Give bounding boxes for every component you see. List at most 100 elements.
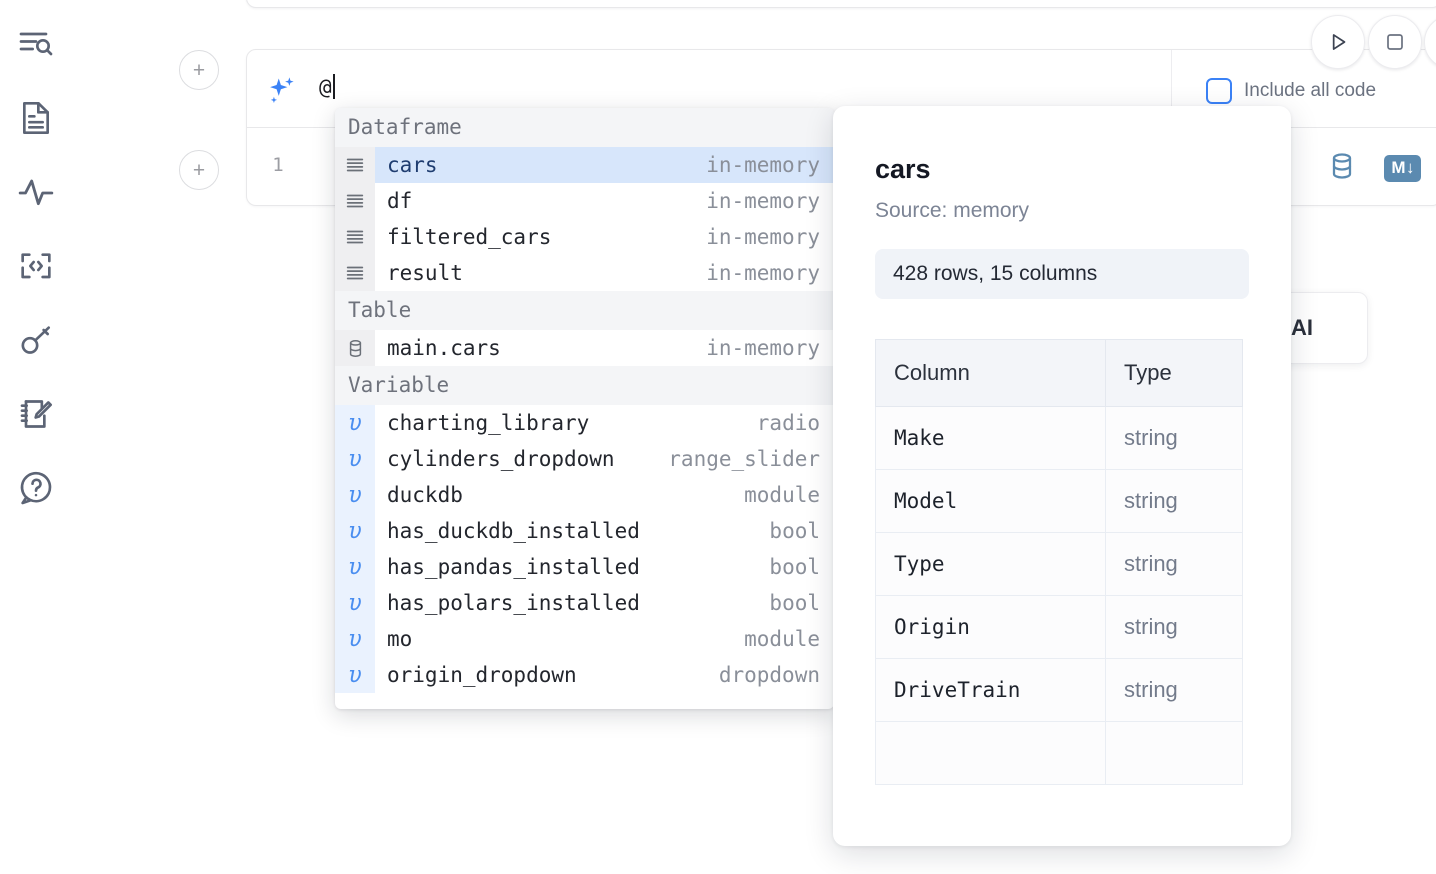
autocomplete-item-name: origin_dropdown [387, 663, 577, 687]
autocomplete-item-name: has_pandas_installed [387, 555, 640, 579]
text-caret [332, 74, 335, 99]
autocomplete-item[interactable]: result in-memory [335, 255, 834, 291]
variable-icon: υ [335, 441, 375, 477]
ai-prompt-input-area[interactable]: @ [247, 50, 1172, 129]
autocomplete-item-name: has_polars_installed [387, 591, 640, 615]
autocomplete-item-name: mo [387, 627, 413, 651]
dataframe-icon [335, 183, 375, 219]
checkbox-box-icon[interactable] [1206, 78, 1232, 104]
add-cell-button-bottom[interactable]: + [179, 150, 219, 190]
detail-table-header-row: Column Type [875, 339, 1243, 407]
code-cell-icons: M↓ [1326, 150, 1421, 187]
line-number: 1 [272, 154, 284, 176]
autocomplete-item-text: main.cars in-memory [375, 330, 834, 366]
autocomplete-item-name: result [387, 261, 463, 285]
detail-header-column: Column [875, 339, 1106, 407]
autocomplete-group-header: Table [335, 291, 834, 330]
detail-cell-column: Origin [875, 595, 1106, 659]
autocomplete-item-text: cylinders_dropdown range_slider [375, 441, 834, 477]
secrets-key-icon[interactable] [12, 314, 60, 366]
autocomplete-item-name: cylinders_dropdown [387, 447, 615, 471]
autocomplete-item[interactable]: υ has_polars_installed bool [335, 585, 834, 621]
detail-cell-type: string [1105, 469, 1243, 533]
dataframe-icon [335, 147, 375, 183]
activity-icon[interactable] [12, 166, 60, 218]
document-outline-icon[interactable] [12, 92, 60, 144]
plus-icon: + [192, 158, 206, 182]
detail-cell-column: Make [875, 406, 1106, 470]
autocomplete-item[interactable]: filtered_cars in-memory [335, 219, 834, 255]
variable-icon: υ [335, 585, 375, 621]
detail-cell-type: string [1105, 406, 1243, 470]
scratchpad-icon[interactable] [12, 388, 60, 440]
detail-cell-type: string [1105, 595, 1243, 659]
add-cell-button-top[interactable]: + [179, 50, 219, 90]
sparkles-icon [265, 74, 299, 108]
cell-above-partial [246, 0, 1436, 8]
plus-icon: + [192, 58, 206, 82]
detail-source: Source: memory [875, 199, 1030, 222]
variable-icon: υ [335, 657, 375, 693]
detail-cell-column [875, 721, 1106, 785]
autocomplete-item-kind: in-memory [706, 153, 820, 177]
autocomplete-item[interactable]: main.cars in-memory [335, 330, 834, 366]
autocomplete-item-kind: in-memory [706, 336, 820, 360]
autocomplete-item-text: has_polars_installed bool [375, 585, 834, 621]
stop-button[interactable] [1368, 15, 1422, 69]
detail-table-row-partial [875, 721, 1243, 785]
file-explorer-icon[interactable] [12, 18, 60, 70]
detail-cell-type [1105, 721, 1243, 785]
autocomplete-item-kind: range_slider [668, 447, 820, 471]
autocomplete-item-name: main.cars [387, 336, 501, 360]
variable-icon: υ [335, 405, 375, 441]
autocomplete-item-kind: in-memory [706, 261, 820, 285]
sidebar-rail [0, 0, 72, 874]
detail-cell-column: DriveTrain [875, 658, 1106, 722]
snippets-icon[interactable] [12, 240, 60, 292]
include-all-code-checkbox[interactable]: Include all code [1206, 78, 1376, 104]
database-icon[interactable] [1326, 150, 1358, 187]
autocomplete-item-name: has_duckdb_installed [387, 519, 640, 543]
stop-square-icon [1387, 34, 1403, 50]
autocomplete-item-name: duckdb [387, 483, 463, 507]
play-icon [1332, 34, 1346, 50]
autocomplete-item[interactable]: υ cylinders_dropdown range_slider [335, 441, 834, 477]
autocomplete-item-kind: bool [769, 555, 820, 579]
help-icon[interactable] [12, 462, 60, 514]
autocomplete-item-text: has_pandas_installed bool [375, 549, 834, 585]
detail-cell-type: string [1105, 658, 1243, 722]
autocomplete-item-kind: bool [769, 591, 820, 615]
autocomplete-group-header: Dataframe [335, 108, 834, 147]
autocomplete-item-name: filtered_cars [387, 225, 552, 249]
detail-title: cars [875, 154, 931, 184]
dataframe-detail-panel: cars Source: memory 428 rows, 15 columns… [833, 106, 1291, 846]
autocomplete-item-name: df [387, 189, 413, 213]
markdown-icon[interactable]: M↓ [1384, 155, 1421, 182]
autocomplete-item-kind: bool [769, 519, 820, 543]
autocomplete-item-kind: module [744, 483, 820, 507]
autocomplete-item-kind: in-memory [706, 225, 820, 249]
ai-prompt-options: Include all code [1172, 50, 1436, 127]
run-button[interactable] [1311, 15, 1365, 69]
